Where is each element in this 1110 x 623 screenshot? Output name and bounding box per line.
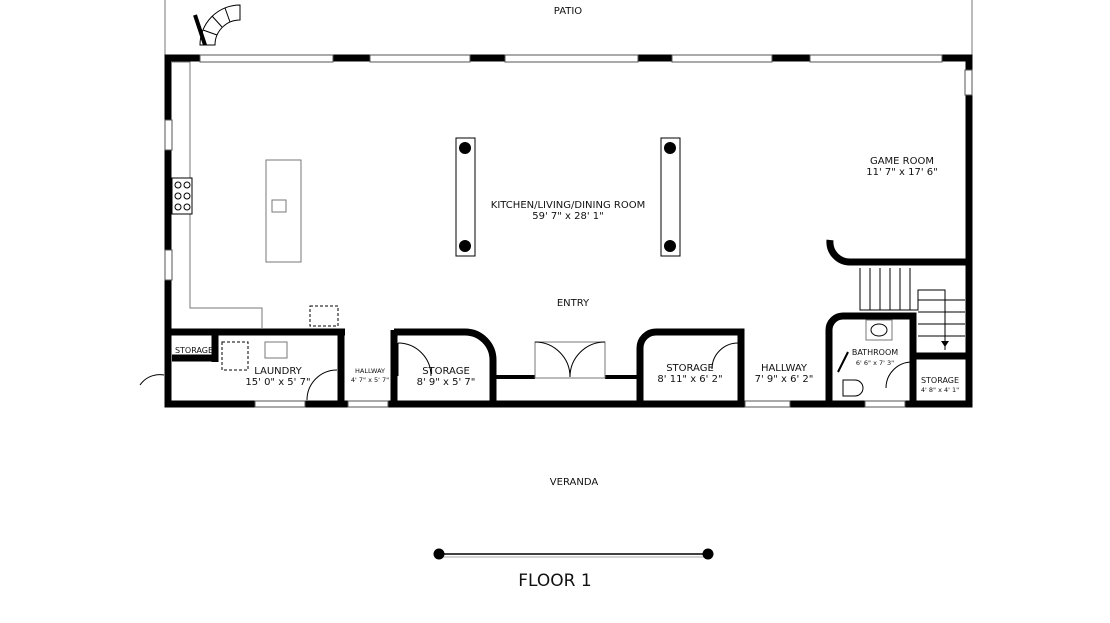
bathroom-name: BATHROOM [852, 348, 898, 357]
toilet-icon [865, 319, 893, 341]
scale-bar [433, 548, 714, 560]
kitchen-size: 59' 7" x 28' 1" [532, 211, 604, 222]
sink-icon [271, 199, 287, 213]
storage-2-size: 8' 11" x 6' 2" [657, 374, 722, 385]
hallway-1-name: HALLWAY [355, 367, 385, 375]
game-room-size: 11' 7" x 17' 6" [866, 167, 938, 178]
stairs [859, 268, 965, 350]
doors [139, 319, 913, 401]
patio-boundary [164, 0, 973, 58]
columns [455, 137, 681, 257]
storage-1-size: 8' 9" x 5' 7" [417, 377, 476, 388]
laundry-name: LAUNDRY [254, 366, 302, 377]
kitchen-island [265, 159, 302, 263]
game-room-name: GAME ROOM [870, 156, 934, 167]
windows [164, 54, 973, 408]
storage-3-size: 4' 8" x 4' 1" [921, 386, 959, 394]
storage-small-name: STORAGE [175, 346, 213, 355]
hallway-2-name: HALLWAY [761, 363, 808, 374]
storage-2-name: STORAGE [666, 363, 714, 374]
exterior-wall [164, 54, 973, 408]
hallway-2-size: 7' 9" x 6' 2" [755, 374, 814, 385]
laundry-size: 15' 0" x 5' 7" [245, 377, 310, 388]
kitchen-counter [171, 61, 339, 328]
entry-label: ENTRY [557, 298, 590, 309]
patio-label: PATIO [554, 6, 583, 17]
storage-3-name: STORAGE [921, 376, 959, 385]
kitchen-name: KITCHEN/LIVING/DINING ROOM [491, 200, 645, 211]
storage-1-name: STORAGE [422, 366, 470, 377]
floor-label: FLOOR 1 [518, 571, 591, 591]
spiral-stair-icon [193, 4, 241, 46]
sink-icon [842, 379, 864, 397]
veranda-label: VERANDA [550, 477, 599, 488]
hallway-1-size: 4' 7" x 5' 7" [351, 376, 389, 384]
interior-walls [165, 239, 969, 404]
bathroom-size: 6' 6" x 7' 3" [856, 359, 894, 367]
